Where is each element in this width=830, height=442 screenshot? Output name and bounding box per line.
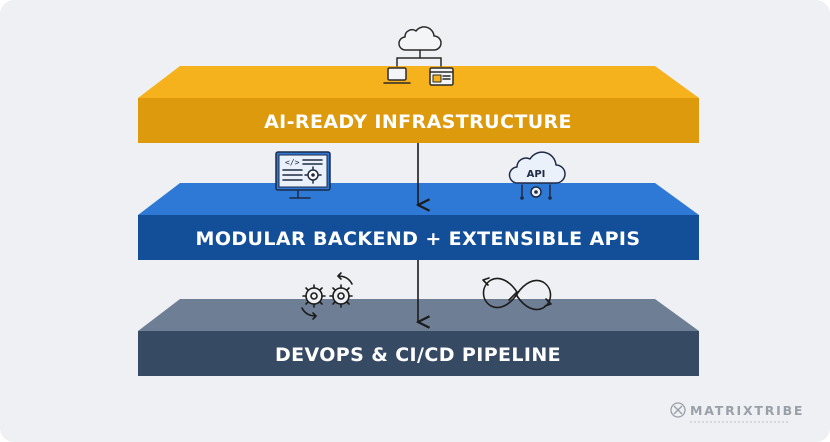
layer-1-label: AI-READY INFRASTRUCTURE xyxy=(264,111,572,133)
brand-mark-icon xyxy=(670,402,686,418)
layer-2-label: MODULAR BACKEND + EXTENSIBLE APIS xyxy=(196,228,641,250)
svg-text:</>: </> xyxy=(285,158,300,167)
layer-3-front-face xyxy=(138,331,699,376)
gears-cycle-icon xyxy=(301,272,353,320)
cloud-network-icon xyxy=(383,26,454,86)
layer-2-front-face xyxy=(138,215,699,260)
api-cloud-icon: API xyxy=(508,151,566,200)
brand-name: MATRIXTRIBE xyxy=(690,403,804,418)
layer-3-label: DEVOPS & CI/CD PIPELINE xyxy=(275,344,561,366)
infinity-loop-icon xyxy=(482,277,552,311)
code-monitor-settings-icon: </> xyxy=(275,151,331,199)
layer-1-top-face xyxy=(138,66,699,98)
layer-devops-pipeline: DEVOPS & CI/CD PIPELINE xyxy=(138,299,699,376)
matrixtribe-logo: MATRIXTRIBE xyxy=(670,402,804,423)
layer-1-front-face xyxy=(138,98,699,143)
layer-ai-ready-infrastructure: AI-READY INFRASTRUCTURE xyxy=(138,66,699,143)
api-icon-label: API xyxy=(527,169,546,180)
